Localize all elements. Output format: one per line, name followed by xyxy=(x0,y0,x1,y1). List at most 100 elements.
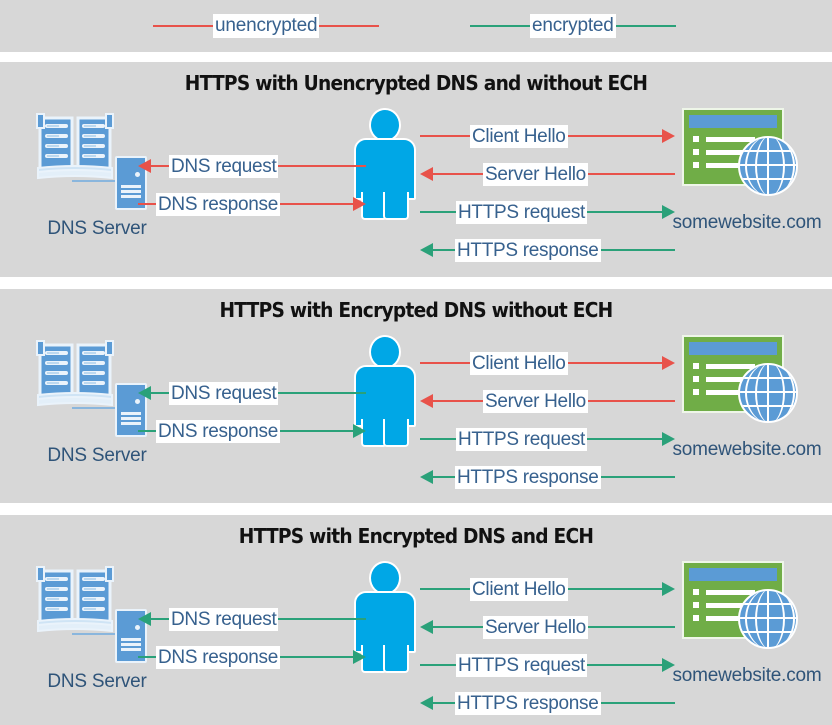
arrowhead-right-icon xyxy=(662,356,675,370)
legend-label-encrypted: encrypted xyxy=(530,14,616,38)
flow-line-right xyxy=(587,626,675,628)
browser-titlebar-icon xyxy=(689,115,777,128)
dns-server-label: DNS Server xyxy=(47,671,147,692)
globe-icon xyxy=(738,589,798,649)
flow-server-hello: Server Hello xyxy=(420,615,675,639)
flow-line-left xyxy=(433,626,483,628)
arrowhead-left-icon xyxy=(138,159,151,173)
server-indicator-icon xyxy=(135,399,140,404)
diagram-panel-2: HTTPS with Encrypted DNS without ECH xyxy=(0,289,832,503)
website-label: somewebsite.com xyxy=(672,212,822,233)
legend-strip: unencrypted encrypted xyxy=(0,0,832,52)
browser-titlebar-icon xyxy=(689,342,777,355)
dns-server-node: DNS Server xyxy=(22,110,172,250)
panel-title: HTTPS with Unencrypted DNS and without E… xyxy=(184,71,648,95)
flow-line-left xyxy=(138,656,156,658)
flow-label: HTTPS request xyxy=(456,653,588,677)
arrowhead-right-icon xyxy=(353,197,366,211)
address-book-icon xyxy=(36,565,114,633)
server-rack-icon xyxy=(115,609,147,663)
legend-item-unencrypted: unencrypted xyxy=(153,13,380,39)
flow-dns-request: DNS request xyxy=(138,154,366,178)
server-rack-icon xyxy=(115,156,147,210)
flow-label: HTTPS request xyxy=(456,200,588,224)
server-slots-icon xyxy=(121,412,141,426)
flow-line-right xyxy=(600,702,675,704)
browser-titlebar-icon xyxy=(689,568,777,581)
server-indicator-icon xyxy=(135,172,140,177)
address-book-icon xyxy=(36,112,114,180)
flow-line-right xyxy=(567,588,662,590)
flow-line-right xyxy=(600,249,675,251)
flow-label: HTTPS response xyxy=(455,238,601,262)
arrowhead-left-icon xyxy=(138,386,151,400)
flow-line-left xyxy=(420,588,470,590)
flow-line-left xyxy=(420,664,456,666)
flow-line-left xyxy=(433,249,455,251)
flow-line-right xyxy=(567,135,662,137)
globe-icon xyxy=(738,136,798,196)
flow-client-hello: Client Hello xyxy=(420,351,675,375)
person-head-icon xyxy=(369,561,401,595)
flow-line-left xyxy=(433,173,483,175)
server-cable xyxy=(72,180,117,182)
flow-line-right xyxy=(600,476,675,478)
legend-label-unencrypted: unencrypted xyxy=(213,14,320,38)
flow-line-left xyxy=(420,362,470,364)
flow-server-hello: Server Hello xyxy=(420,389,675,413)
legend-line-unencrypted xyxy=(153,25,213,27)
flow-label: Server Hello xyxy=(483,389,588,413)
flow-https-request: HTTPS request xyxy=(420,653,675,677)
panel-title: HTTPS with Encrypted DNS and ECH xyxy=(238,524,594,548)
flow-dns-response: DNS response xyxy=(138,419,366,443)
flow-label: Server Hello xyxy=(483,162,588,186)
person-leg-right-icon xyxy=(383,419,409,447)
server-slots-icon xyxy=(121,638,141,652)
flow-label: DNS request xyxy=(169,154,279,178)
flow-label: HTTPS response xyxy=(455,465,601,489)
flow-line-right xyxy=(279,430,353,432)
dns-server-node: DNS Server xyxy=(22,563,172,703)
flow-line-left xyxy=(433,476,455,478)
flow-line-left xyxy=(420,211,456,213)
flow-line-right xyxy=(587,664,662,666)
flow-line-right xyxy=(279,656,353,658)
person-body-icon xyxy=(354,591,416,653)
flow-https-response: HTTPS response xyxy=(420,238,675,262)
flow-client-hello: Client Hello xyxy=(420,124,675,148)
person-leg-right-icon xyxy=(383,192,409,220)
client-person-icon xyxy=(352,108,416,220)
flow-line-left xyxy=(138,203,156,205)
flow-line-right xyxy=(278,618,366,620)
arrowhead-left-icon xyxy=(420,620,433,634)
browser-content-list-icon xyxy=(693,589,755,623)
flow-client-hello: Client Hello xyxy=(420,577,675,601)
arrowhead-left-icon xyxy=(138,612,151,626)
flow-line-left xyxy=(151,392,169,394)
server-indicator-icon xyxy=(135,625,140,630)
address-book-icon xyxy=(36,566,114,633)
dns-server-node: DNS Server xyxy=(22,337,172,477)
flow-label: DNS response xyxy=(156,645,280,669)
client-person-icon xyxy=(352,561,416,673)
server-cable xyxy=(72,633,117,635)
flow-line-right xyxy=(587,400,675,402)
flow-dns-response: DNS response xyxy=(138,645,366,669)
flow-label: Server Hello xyxy=(483,615,588,639)
legend-item-encrypted: encrypted xyxy=(470,13,676,39)
legend-line-encrypted xyxy=(470,25,530,27)
dns-server-label: DNS Server xyxy=(47,445,147,466)
flow-line-left xyxy=(433,702,455,704)
arrowhead-left-icon xyxy=(420,470,433,484)
flow-line-left xyxy=(433,400,483,402)
flow-line-left xyxy=(420,135,470,137)
browser-content-list-icon xyxy=(693,136,755,170)
arrowhead-right-icon xyxy=(662,432,675,446)
legend-line-encrypted-right xyxy=(615,25,676,27)
browser-content-list-icon xyxy=(693,363,755,397)
arrowhead-right-icon xyxy=(662,658,675,672)
address-book-icon xyxy=(36,113,114,180)
flow-https-request: HTTPS request xyxy=(420,427,675,451)
flow-line-right xyxy=(278,392,366,394)
person-head-icon xyxy=(369,108,401,142)
